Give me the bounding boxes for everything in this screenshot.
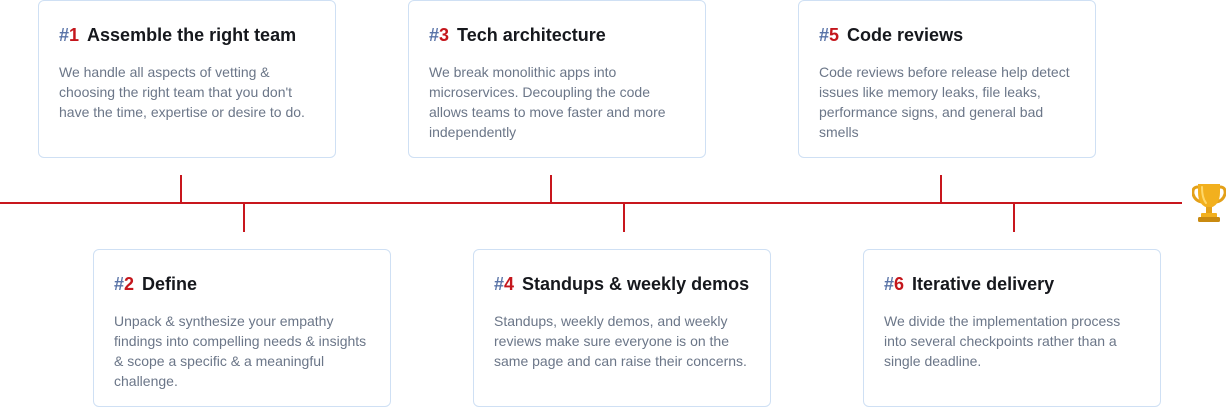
timeline-tick-1 xyxy=(180,175,182,203)
step-description-2: Unpack & synthesize your empathy finding… xyxy=(114,313,367,389)
step-hash-3: # xyxy=(429,25,440,45)
step-title-5: #5 Code reviews xyxy=(819,22,1075,48)
timeline-tick-3 xyxy=(550,175,552,203)
trophy-icon xyxy=(1192,184,1226,222)
step-hash-6: # xyxy=(884,274,895,294)
step-hash-4: # xyxy=(494,274,505,294)
step-description-5: Code reviews before release help detect … xyxy=(819,64,1070,140)
step-hash-5: # xyxy=(819,25,830,45)
step-description-4: Standups, weekly demos, and weekly revie… xyxy=(494,313,747,369)
step-card-5: #5 Code reviews Code reviews before relea… xyxy=(798,0,1096,158)
step-heading-6: Iterative delivery xyxy=(912,274,1055,294)
step-heading-5: Code reviews xyxy=(847,25,964,45)
step-title-3: #3 Tech architecture xyxy=(429,22,685,48)
step-card-6: #6 Iterative delivery We divide the imple… xyxy=(863,249,1161,407)
step-title-4: #4 Standups & weekly demos xyxy=(494,271,750,297)
step-heading-3: Tech architecture xyxy=(457,25,606,45)
step-number-6: 6 xyxy=(894,274,905,294)
step-heading-1: Assemble the right team xyxy=(87,25,297,45)
timeline-tick-6 xyxy=(1013,204,1015,232)
step-number-1: 1 xyxy=(69,25,80,45)
step-title-1: #1 Assemble the right team xyxy=(59,22,315,48)
step-card-1: #1 Assemble the right team We handle all … xyxy=(38,0,336,158)
step-number-5: 5 xyxy=(829,25,840,45)
timeline-tick-4 xyxy=(623,204,625,232)
step-heading-2: Define xyxy=(142,274,198,294)
step-number-2: 2 xyxy=(124,274,135,294)
step-card-2: #2 Define Unpack & synthesize your empath… xyxy=(93,249,391,407)
timeline-tick-2 xyxy=(243,204,245,232)
step-heading-4: Standups & weekly demos xyxy=(522,274,750,294)
timeline-tick-5 xyxy=(940,175,942,203)
step-hash-1: # xyxy=(59,25,70,45)
step-card-4: #4 Standups & weekly demos Standups, week… xyxy=(473,249,771,407)
step-number-4: 4 xyxy=(504,274,515,294)
step-title-2: #2 Define xyxy=(114,271,370,297)
step-description-3: We break monolithic apps into microservi… xyxy=(429,64,666,140)
step-description-1: We handle all aspects of vetting & choos… xyxy=(59,64,305,120)
step-number-3: 3 xyxy=(439,25,450,45)
step-hash-2: # xyxy=(114,274,125,294)
timeline-line xyxy=(0,202,1182,204)
step-title-6: #6 Iterative delivery xyxy=(884,271,1140,297)
step-description-6: We divide the implementation process int… xyxy=(884,313,1121,369)
step-card-3: #3 Tech architecture We break monolithic … xyxy=(408,0,706,158)
